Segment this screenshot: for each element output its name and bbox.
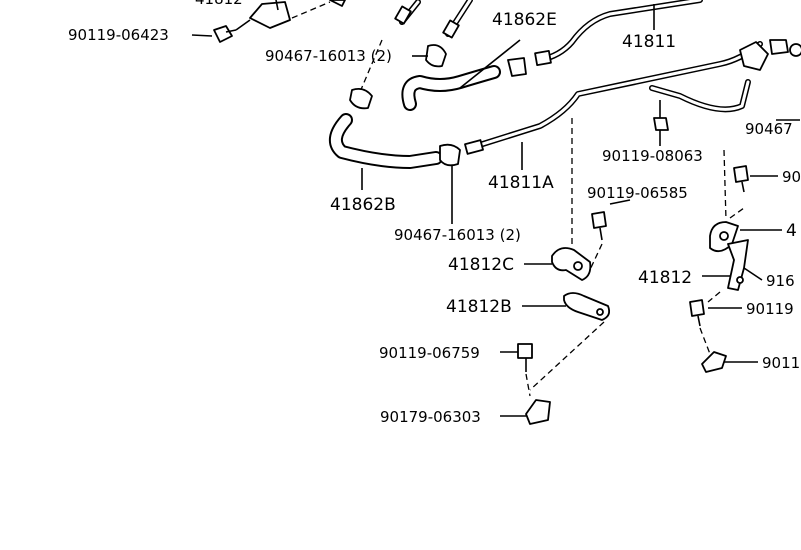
clamp-mid [507, 57, 527, 77]
label-41812: 41812 [638, 268, 692, 288]
bolt-90119-right [689, 299, 742, 327]
label-41862B: 41862B [330, 195, 396, 215]
bolt-90119-06423 [191, 19, 251, 43]
label-90467-16013-bottom: 90467-16013 (2) [394, 226, 521, 244]
bracket-41812B [522, 292, 611, 321]
hose-41862E [401, 39, 521, 111]
clamp-bottom [439, 143, 461, 224]
label-9011-right: 9011 [762, 354, 800, 372]
leader-dash-5 [587, 243, 603, 275]
leader-dash-4 [729, 207, 745, 219]
label-41812B: 41812B [446, 297, 512, 317]
label-90119-06759: 90119-06759 [379, 344, 480, 362]
label-916-right: 916 [766, 272, 795, 290]
label-41811A: 41811A [488, 173, 554, 193]
label-90467-right: 90467 [745, 120, 793, 138]
right-pipe-assembly [649, 39, 801, 121]
clamp-top [412, 44, 447, 68]
bracket-41812C [524, 247, 592, 281]
nut-9011-right [701, 351, 758, 373]
label-90119-right: 90119 [746, 300, 794, 318]
hose-41862B [329, 113, 443, 190]
leader-dash-3 [723, 149, 727, 221]
bolt-90119-06585 [591, 199, 631, 241]
label-4-right: 4 [786, 221, 797, 241]
label-90119-06585: 90119-06585 [587, 184, 688, 202]
label-41811: 41811 [622, 32, 676, 52]
upper-fittings [394, 0, 473, 39]
label-90119-06423: 90119-06423 [68, 26, 169, 44]
leader-dash-9 [525, 373, 531, 397]
label-90467-16013-top: 90467-16013 (2) [265, 47, 392, 65]
leader-dash-7 [699, 327, 711, 355]
leader-dash-8 [529, 321, 605, 391]
top-bracket-fragment [249, 0, 346, 29]
label-41862E: 41862E [492, 10, 557, 30]
bolt-90-right [733, 165, 778, 193]
bolt-90119-08063 [653, 100, 669, 146]
bracket-41812 [702, 239, 763, 291]
leader-dash-6 [707, 291, 721, 303]
label-90119-08063: 90119-08063 [602, 147, 703, 165]
bolt-90119-06759 [500, 343, 533, 372]
label-90179-06303: 90179-06303 [380, 408, 481, 426]
nut-90179-06303 [500, 399, 551, 425]
clamp-left [349, 87, 373, 110]
pipe-41811 [534, 0, 703, 67]
label-41812C: 41812C [448, 255, 514, 275]
label-partial-top: 41812 [195, 0, 243, 8]
label-90-right: 90 [782, 168, 801, 186]
